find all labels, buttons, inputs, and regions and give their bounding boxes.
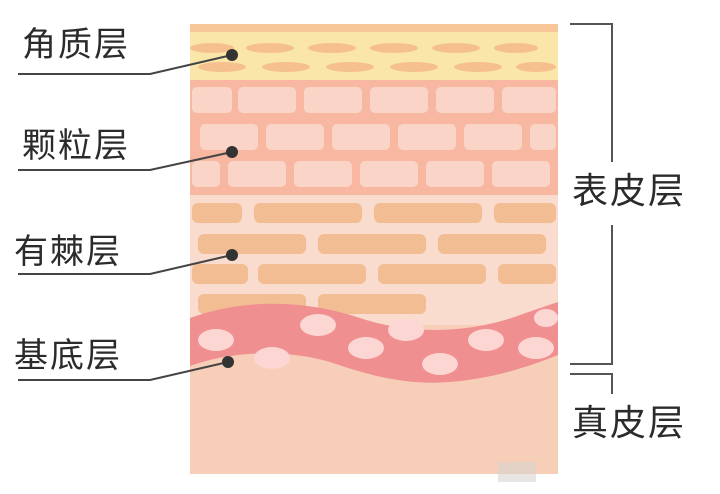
corneum-cells — [190, 43, 556, 72]
bracket-dermis — [570, 373, 613, 394]
bracket-epidermis — [570, 23, 613, 162]
leader-lines — [18, 54, 233, 381]
leader-granulosum — [18, 151, 233, 171]
label-stratum-spinosum: 有棘层 — [14, 232, 122, 272]
bracket-epidermis-lower — [570, 225, 613, 365]
leader-spinosum — [18, 254, 233, 275]
label-stratum-granulosum: 颗粒层 — [22, 126, 130, 166]
basale-cells — [198, 309, 558, 375]
corneum-region — [190, 24, 558, 80]
corneum-top-edge — [190, 24, 558, 32]
label-epidermis: 表皮层 — [572, 171, 687, 212]
label-stratum-corneum: 角质层 — [22, 25, 130, 65]
marker-dots — [222, 49, 238, 368]
watermark-block — [498, 462, 536, 482]
label-stratum-basale: 基底层 — [14, 336, 122, 376]
leader-corneum — [18, 54, 233, 75]
dot-spinosum — [226, 249, 238, 261]
spinosum-cells — [192, 203, 556, 314]
dot-granulosum — [226, 146, 238, 158]
label-dermis: 真皮层 — [572, 403, 687, 444]
dot-basale — [222, 356, 234, 368]
dot-corneum — [226, 49, 238, 61]
granulosum-cells — [192, 87, 556, 187]
leader-basale — [18, 361, 229, 381]
